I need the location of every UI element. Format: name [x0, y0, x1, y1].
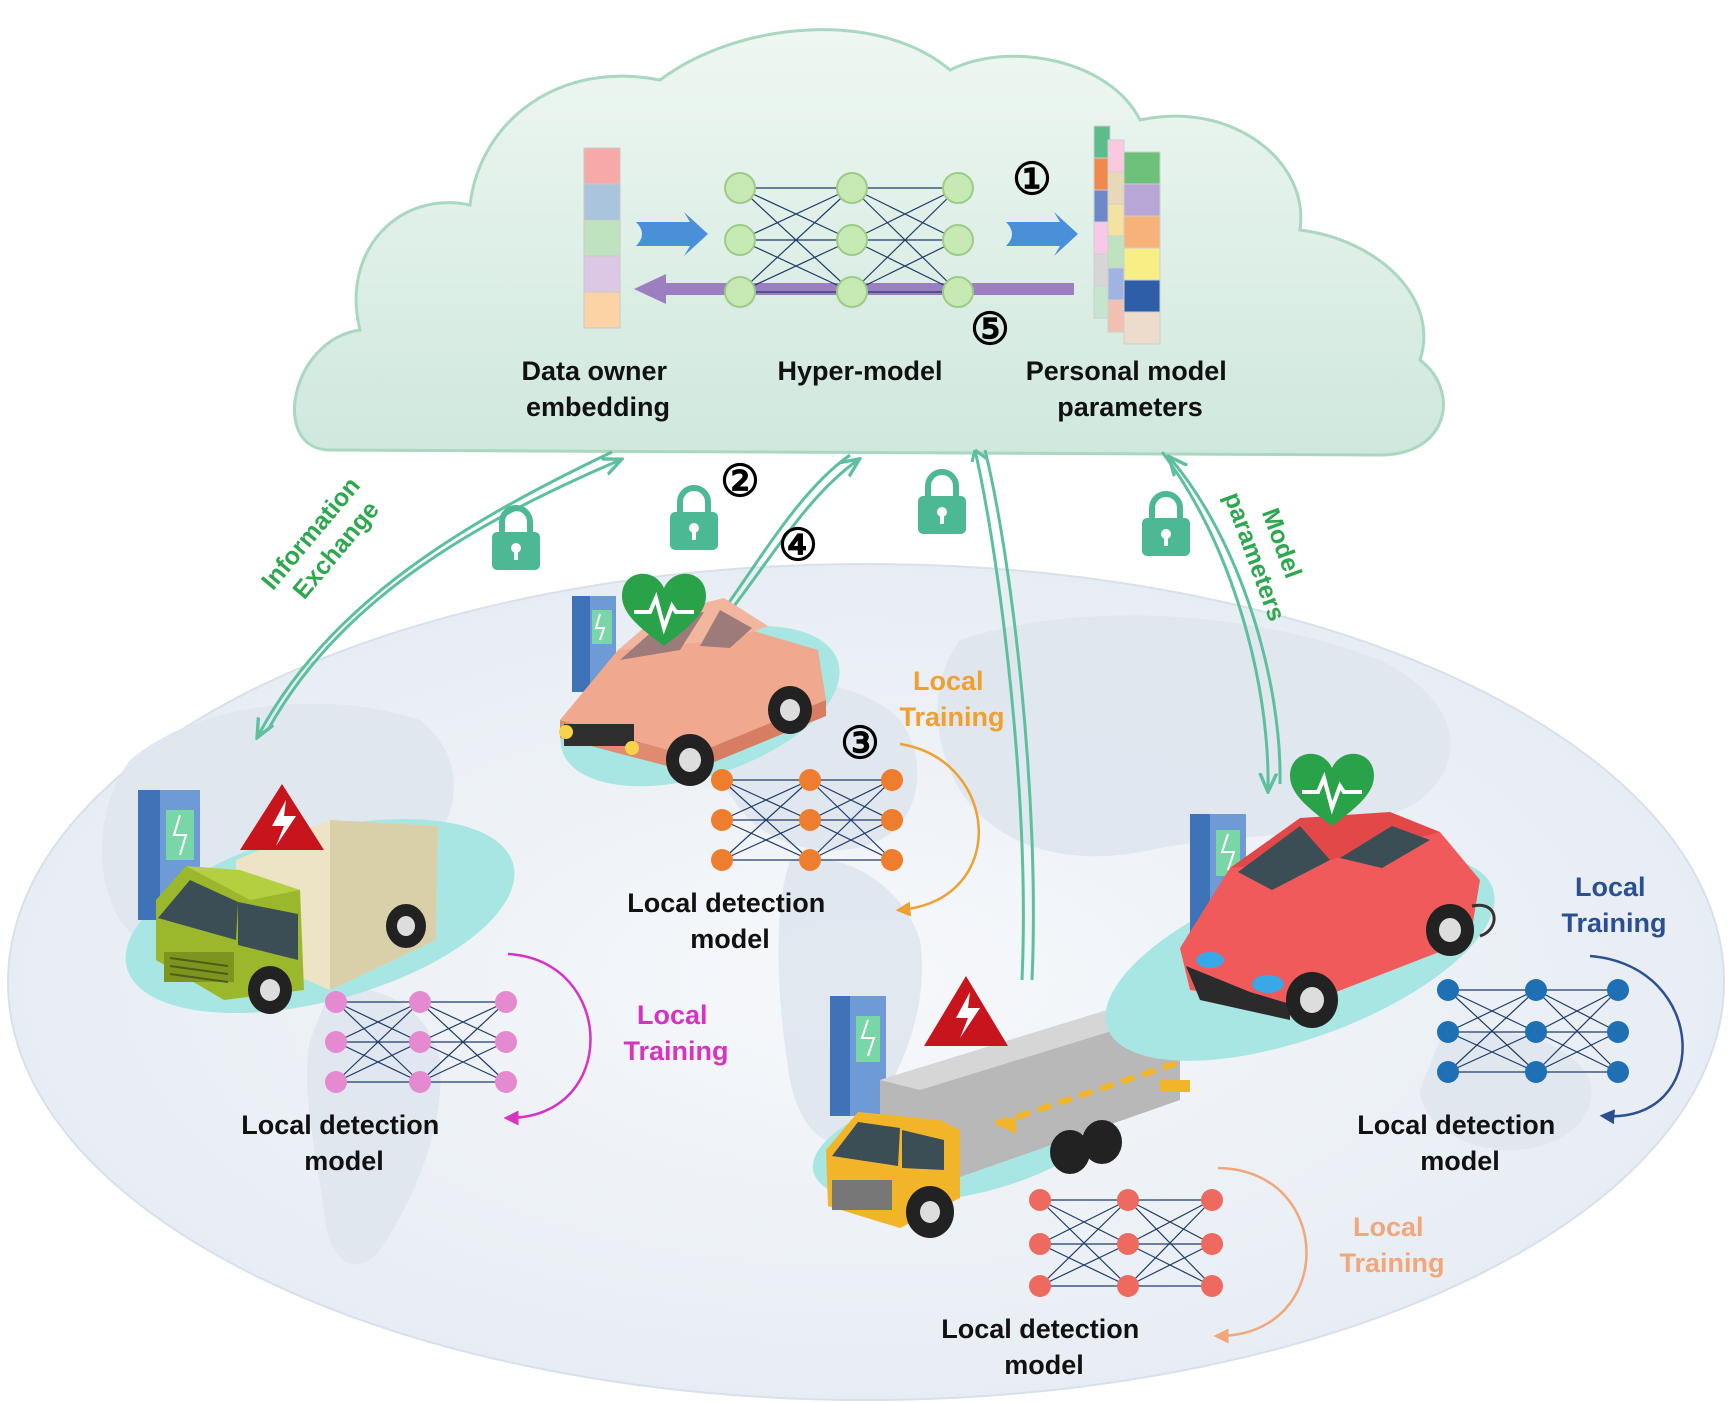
client-pink-car: ③ Local Training Local detection model [559, 573, 1005, 954]
pink-car-icon [559, 598, 826, 786]
forward-arrow-icon [636, 212, 708, 256]
local-training-label: Local Training [1561, 872, 1666, 938]
embedding-label: Data owner embedding [521, 356, 674, 422]
client-green-truck: Local Training Local detection model [125, 784, 729, 1176]
heart-health-icon [1290, 753, 1374, 826]
lock-icon [670, 485, 718, 550]
local-detection-network [1437, 979, 1629, 1083]
communication-links [258, 448, 1282, 981]
local-detection-label: Local detection model [241, 1110, 447, 1176]
step-4-marker: ④ [778, 521, 817, 570]
lock-icon [1142, 491, 1190, 556]
step-1-marker: ① [1012, 155, 1051, 204]
server-cloud [293, 28, 1445, 457]
training-loop-arrow [503, 952, 592, 1126]
local-training-label: Local Training [623, 1000, 728, 1066]
training-loop-arrow [1589, 954, 1684, 1125]
step-5-marker: ⑤ [970, 305, 1009, 354]
hypermodel-label: Hyper-model [777, 356, 942, 386]
hyper-model-network [739, 187, 959, 293]
info-exchange-label: Information Exchange [256, 467, 393, 615]
local-detection-label: Local detection model [1357, 1110, 1563, 1176]
red-car-icon [1180, 812, 1496, 1028]
local-detection-network [325, 991, 517, 1093]
client-red-car: Local Training Local detection model [1105, 753, 1684, 1176]
warning-icon [924, 976, 1008, 1046]
training-loop-arrow [1213, 1166, 1308, 1344]
charging-station-icon [830, 996, 886, 1116]
step-3-marker: ③ [840, 719, 879, 768]
heart-health-icon [622, 573, 706, 646]
embedding-vector [583, 147, 621, 329]
client-yellow-truck: Local Training Local detection model [812, 976, 1445, 1380]
step-2-marker: ② [720, 457, 759, 506]
local-detection-network [711, 769, 903, 871]
warning-icon [240, 784, 324, 850]
yellow-truck-icon [826, 1000, 1190, 1238]
local-training-label: Local Training [1339, 1212, 1444, 1278]
lock-icon [918, 469, 966, 534]
model-parameters-label: Model parameters [1218, 478, 1319, 625]
local-detection-label: Local detection model [627, 888, 833, 954]
personal-params-stack [1093, 125, 1161, 345]
lock-icon [492, 505, 540, 570]
params-label: Personal model parameters [1026, 356, 1235, 422]
forward-arrow-icon [1006, 212, 1078, 256]
hyper-model-nodes [724, 172, 974, 308]
training-loop-arrow [895, 742, 980, 917]
local-detection-label: Local detection model [941, 1314, 1147, 1380]
local-detection-network [1029, 1189, 1223, 1297]
green-truck-icon [156, 820, 438, 1014]
local-training-label: Local Training [899, 666, 1004, 732]
